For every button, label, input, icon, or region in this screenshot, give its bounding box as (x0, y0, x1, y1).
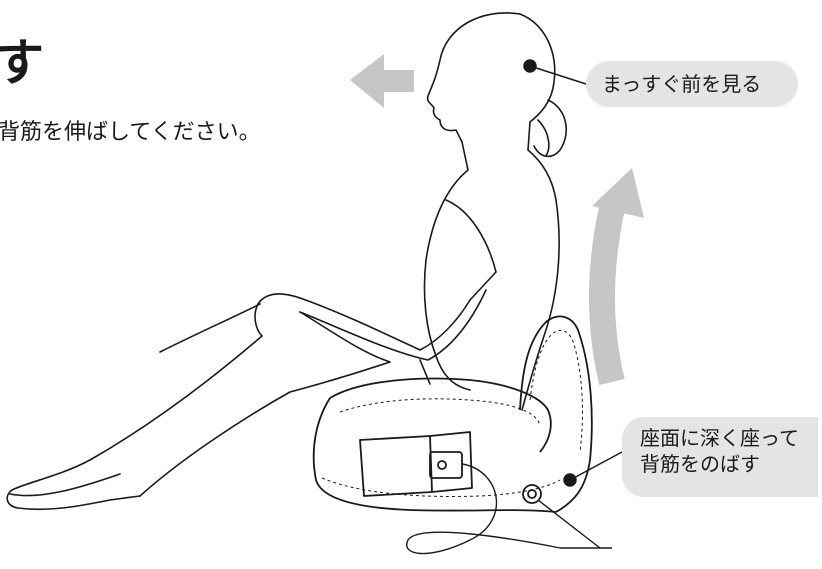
callout-look-forward: まっすぐ前を見る (586, 61, 798, 107)
page-title: す (0, 34, 44, 92)
arrow-left-icon (350, 54, 414, 108)
person-figure (6, 12, 568, 511)
massage-seat (312, 315, 612, 555)
callout-sit-deep-line2: 背筋をのばす (640, 452, 760, 476)
instruction-text: 背筋を伸ばしてください。 (0, 120, 261, 145)
callout-look-forward-text: まっすぐ前を見る (602, 72, 762, 96)
callout-sit-deep: 座面に深く座って 背筋をのばす (622, 417, 818, 497)
callout-sit-deep-line1: 座面に深く座って (640, 426, 799, 450)
callout-leaders (523, 59, 623, 487)
curved-arrow-up-icon (589, 168, 644, 386)
